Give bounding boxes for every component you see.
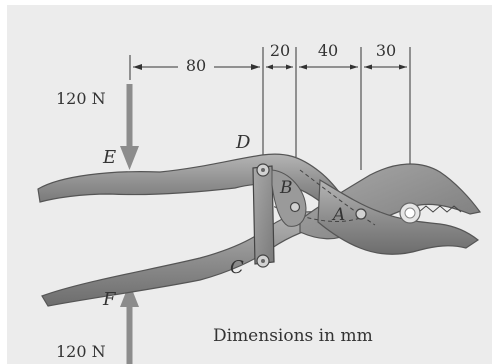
dimension-40: 40	[318, 41, 338, 60]
pin-a	[355, 208, 367, 220]
lower-handle	[41, 211, 332, 307]
point-label-a: A	[331, 205, 345, 225]
force-label-top: 120 N	[56, 89, 106, 108]
point-label-f: F	[102, 289, 117, 310]
hidden-edge-1	[254, 197, 361, 222]
force-arrow-bottom	[120, 283, 139, 364]
link-bar-dc	[252, 165, 275, 265]
cutting-point	[399, 202, 421, 224]
force-label-bottom: 120 N	[56, 342, 106, 361]
point-label-e: E	[102, 147, 116, 168]
dimensions-caption: Dimensions in mm	[213, 326, 373, 346]
pin-b	[289, 201, 301, 213]
force-arrow-top	[120, 84, 139, 170]
hidden-edge-2	[299, 169, 376, 226]
pin-c	[256, 254, 270, 268]
point-label-d: D	[235, 132, 251, 153]
link-plate-b	[271, 169, 307, 227]
pin-d	[256, 163, 270, 177]
dimension-20: 20	[270, 41, 290, 60]
dimension-80: 80	[186, 56, 206, 75]
point-label-b: B	[279, 178, 293, 198]
dim-80-bg	[178, 58, 214, 74]
dimension-arrowheads	[133, 64, 407, 70]
dimension-30: 30	[376, 41, 396, 60]
upper-jaw	[317, 178, 480, 255]
point-label-c: C	[230, 257, 244, 278]
